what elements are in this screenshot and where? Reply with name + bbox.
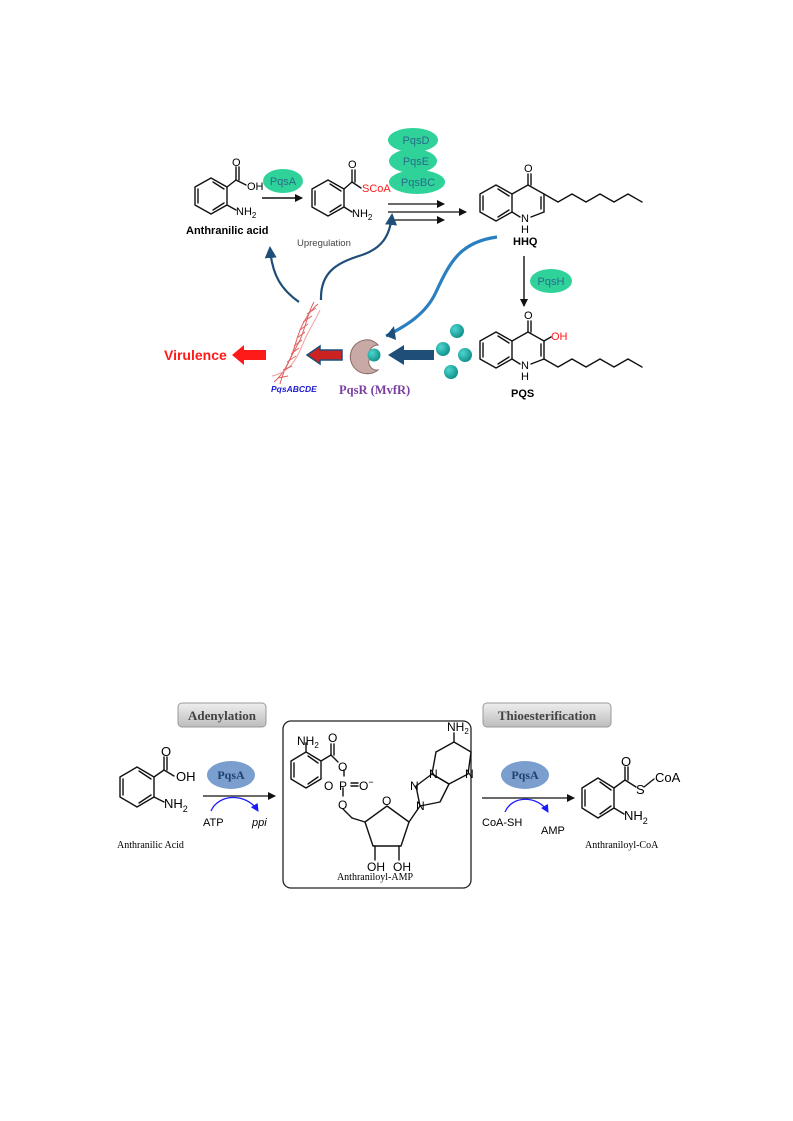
atom-n: N [521, 213, 529, 225]
pqsr-receptor-shape [349, 339, 380, 375]
anthranilic-acid-structure: O OH NH2 [119, 744, 196, 814]
atom-nh2: NH2 [624, 808, 648, 826]
upregulation-arrow-pqsa [264, 246, 300, 303]
pqsbc-enzyme-ellipse [389, 170, 445, 194]
pqsa-enzyme-ellipse [207, 761, 255, 789]
pqsa-enzyme-ellipse [263, 169, 303, 193]
anthraniloyl-coa-structure: O SCoA NH2 [311, 159, 391, 222]
hhq-binding-arrowhead [386, 326, 396, 340]
atom-n: N [410, 779, 419, 793]
bound-signal-molecule [367, 348, 381, 362]
adenylation-label-box [177, 702, 267, 728]
atom-o: O [338, 798, 347, 812]
virulence-label: Virulence [164, 347, 227, 363]
pqsh-enzyme-label: PqsH [538, 276, 565, 288]
pqsh-enzyme-ellipse [530, 269, 572, 293]
atom-o: O [324, 779, 333, 793]
pqsbc-enzyme-label: PqsBC [401, 177, 435, 189]
pqsr-label: PqsR (MvfR) [339, 383, 410, 397]
adenylation-label: Adenylation [188, 708, 257, 723]
pqsa-enzyme-label: PqsA [217, 768, 245, 782]
receptor-activation-arrow [305, 344, 343, 366]
atom-oh: OH [367, 860, 385, 874]
atom-h: H [521, 371, 529, 383]
anthranilic-acid-label: Anthranilic Acid [117, 840, 184, 851]
figure1-pathway: O OH NH2 Anthranilic acid PqsA O SCoA NH… [164, 128, 643, 400]
atom-nh2: NH2 [236, 206, 257, 220]
atom-o: O [621, 754, 631, 769]
atom-n: N [416, 799, 425, 813]
intermediate-label: Anthraniloyl-AMP [337, 872, 414, 883]
signal-molecule [444, 365, 458, 379]
pqs-label: PQS [511, 388, 534, 400]
pqs-structure: O OH N H [479, 310, 643, 383]
atom-coa: CoA [655, 770, 681, 785]
atom-oh: OH [393, 860, 411, 874]
atom-oh: OH [551, 331, 568, 343]
anthranilic-acid-structure: O OH NH2 [194, 157, 264, 220]
atom-n: N [429, 767, 438, 781]
atom-nh2: NH2 [352, 208, 373, 222]
atom-scoa: SCoA [362, 183, 391, 195]
atom-o: O [382, 794, 391, 808]
pqsa-enzyme-ellipse [501, 761, 549, 789]
upregulation-arrow-pqsdbc [319, 213, 398, 301]
atom-nh2: NH2 [447, 720, 469, 736]
virulence-arrow [232, 345, 266, 365]
atp-label: ATP [203, 817, 224, 829]
anthraniloyl-coa-label: Anthraniloyl-CoA [585, 840, 659, 851]
atom-o: O [232, 157, 241, 169]
coash-to-amp-curve [504, 798, 549, 813]
atom-o: O [524, 163, 533, 175]
pqsa-enzyme-label: PqsA [270, 176, 297, 188]
atom-n: N [465, 767, 474, 781]
anthraniloyl-amp-structure: NH2 O O O P O− O O OH OH N N N N NH2 [290, 720, 474, 874]
signal-molecule [436, 342, 450, 356]
operon-label: PqsABCDE [271, 384, 317, 394]
ppi-label: ppi [251, 817, 267, 829]
atom-nh2: NH2 [297, 734, 319, 750]
figure2-mechanism: Adenylation Thioesterification O OH NH2 … [117, 702, 681, 889]
intermediate-box [282, 720, 472, 889]
amp-label: AMP [541, 825, 565, 837]
signal-molecule [458, 348, 472, 362]
atom-h: H [521, 224, 529, 236]
pqse-enzyme-ellipse [389, 149, 437, 173]
atom-o: O [338, 760, 347, 774]
signal-binding-arrow [388, 345, 434, 365]
coash-label: CoA-SH [482, 817, 522, 829]
pqsd-enzyme-ellipse [388, 128, 438, 152]
atom-oh: OH [247, 181, 264, 193]
pqsd-enzyme-label: PqsD [403, 135, 430, 147]
anthranilic-acid-label: Anthranilic acid [186, 225, 269, 237]
thioesterification-label-box [482, 702, 612, 728]
atom-o: O [348, 159, 357, 171]
pqse-enzyme-label: PqsE [403, 156, 429, 168]
hhq-structure: O N H [479, 163, 643, 236]
atom-oh: OH [176, 769, 196, 784]
thioesterification-label: Thioesterification [498, 708, 597, 723]
atom-o: O [524, 310, 533, 322]
hhq-binding-arrow [385, 235, 498, 338]
atom-o: O [161, 744, 171, 759]
atom-o: O [328, 731, 337, 745]
dna-helix-icon [271, 301, 321, 385]
atom-nh2: NH2 [164, 796, 188, 814]
anthraniloyl-coa-structure: O S CoA NH2 [581, 754, 681, 826]
upregulation-label: Upregulation [297, 238, 351, 249]
pqsa-enzyme-label: PqsA [511, 768, 539, 782]
atom-p: P [339, 779, 347, 793]
atom-s: S [636, 782, 645, 797]
atom-o-minus: O− [359, 777, 374, 793]
atom-n: N [521, 360, 529, 372]
signal-molecule [450, 324, 464, 338]
hhq-label: HHQ [513, 236, 538, 248]
atp-to-ppi-curve [210, 796, 259, 812]
